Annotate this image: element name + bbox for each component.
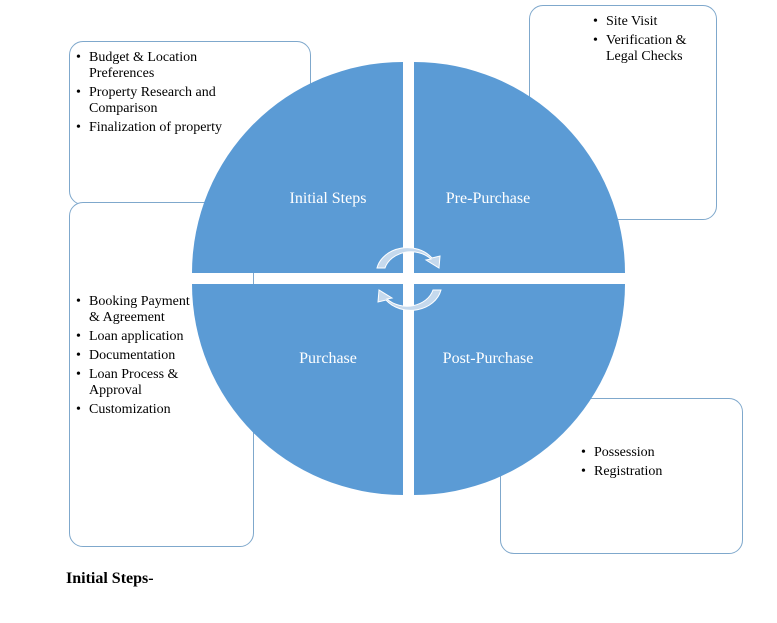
- list-item: Documentation: [76, 348, 196, 364]
- quadrant-label-initial-steps: Initial Steps: [290, 190, 367, 207]
- list-item: Finalization of property: [76, 120, 226, 136]
- quadrant-purchase: [192, 284, 403, 495]
- footer-heading: Initial Steps-: [66, 570, 154, 587]
- post-purchase-list: Possession Registration: [581, 445, 721, 483]
- quadrant-label-purchase: Purchase: [299, 350, 357, 367]
- quadrant-label-post-purchase: Post-Purchase: [443, 350, 534, 367]
- list-item: Customization: [76, 402, 196, 418]
- list-item: Registration: [581, 464, 721, 480]
- purchase-list: Booking Payment & Agreement Loan applica…: [76, 294, 196, 421]
- list-item: Loan application: [76, 329, 196, 345]
- pre-purchase-list: Site Visit Verification & Legal Checks: [593, 14, 711, 68]
- list-item: Loan Process & Approval: [76, 367, 196, 399]
- quadrant-initial-steps: [192, 62, 403, 273]
- quadrant-label-pre-purchase: Pre-Purchase: [446, 190, 530, 207]
- quadrant-pre-purchase: [414, 62, 625, 273]
- list-item: Verification & Legal Checks: [593, 33, 711, 65]
- initial-steps-list: Budget & Location Preferences Property R…: [76, 50, 226, 139]
- list-item: Site Visit: [593, 14, 711, 30]
- circular-arrows-icon: [376, 247, 442, 311]
- list-item: Booking Payment & Agreement: [76, 294, 196, 326]
- list-item: Possession: [581, 445, 721, 461]
- post-purchase-box: Possession Registration: [500, 398, 743, 554]
- list-item: Property Research and Comparison: [76, 85, 226, 117]
- list-item: Budget & Location Preferences: [76, 50, 226, 82]
- quadrant-post-purchase: [414, 284, 625, 495]
